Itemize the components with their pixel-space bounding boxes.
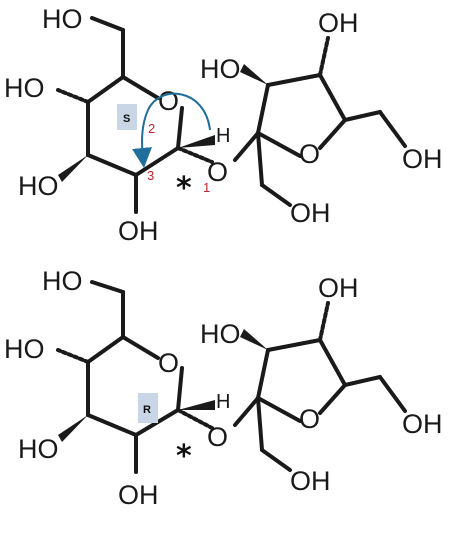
fructose-oh-bottom-label: OH (290, 198, 331, 228)
ch2oh-label: HO (42, 266, 83, 296)
fructose-oh-right-label: OH (402, 409, 443, 439)
fructose-oh-bottom-label: OH (290, 466, 331, 496)
glycosidic-oxygen-label: O (207, 157, 228, 187)
ring-oxygen-label: O (158, 348, 179, 378)
c2-oh-label: HO (4, 334, 45, 364)
config-box (138, 393, 158, 423)
fructose-oh-top-right-label: OH (318, 273, 359, 303)
fructose-oh-top-right-label: OH (318, 8, 359, 38)
priority-3: 3 (147, 168, 154, 183)
priority-2: 2 (148, 121, 155, 136)
rotation-arrow (132, 92, 211, 168)
c2-oh-label: HO (4, 73, 45, 103)
fructose-oh-top-left-label: HO (200, 54, 241, 84)
config-label-r: R (143, 404, 151, 416)
bottom-structure: HO HO HO OH O H O HO OH O OH OH * R (4, 266, 443, 510)
ch2oh-label: HO (42, 4, 83, 34)
ring-oxygen-label: O (158, 86, 179, 116)
c3-oh-label: HO (18, 171, 59, 201)
c4-oh-label: OH (118, 480, 159, 510)
glycosidic-oxygen-label: O (207, 422, 228, 452)
anomeric-h-label: H (216, 391, 230, 413)
stereocenter-asterisk: * (176, 439, 192, 474)
config-box (117, 104, 137, 130)
priority-1: 1 (203, 180, 210, 195)
fructose-oh-right-label: OH (402, 144, 443, 174)
fructose-oh-top-left-label: HO (200, 319, 241, 349)
top-structure: HO HO HO OH O H O HO OH O OH OH * S 1 2 … (4, 4, 443, 246)
config-label-s: S (123, 113, 130, 125)
fructose-ring-oxygen-label: O (299, 139, 320, 169)
fructose-ring-oxygen-label: O (299, 404, 320, 434)
anomeric-h-label: H (216, 125, 230, 147)
c4-oh-label: OH (118, 216, 159, 246)
stereocenter-asterisk: * (176, 171, 192, 206)
c3-oh-label: HO (18, 434, 59, 464)
